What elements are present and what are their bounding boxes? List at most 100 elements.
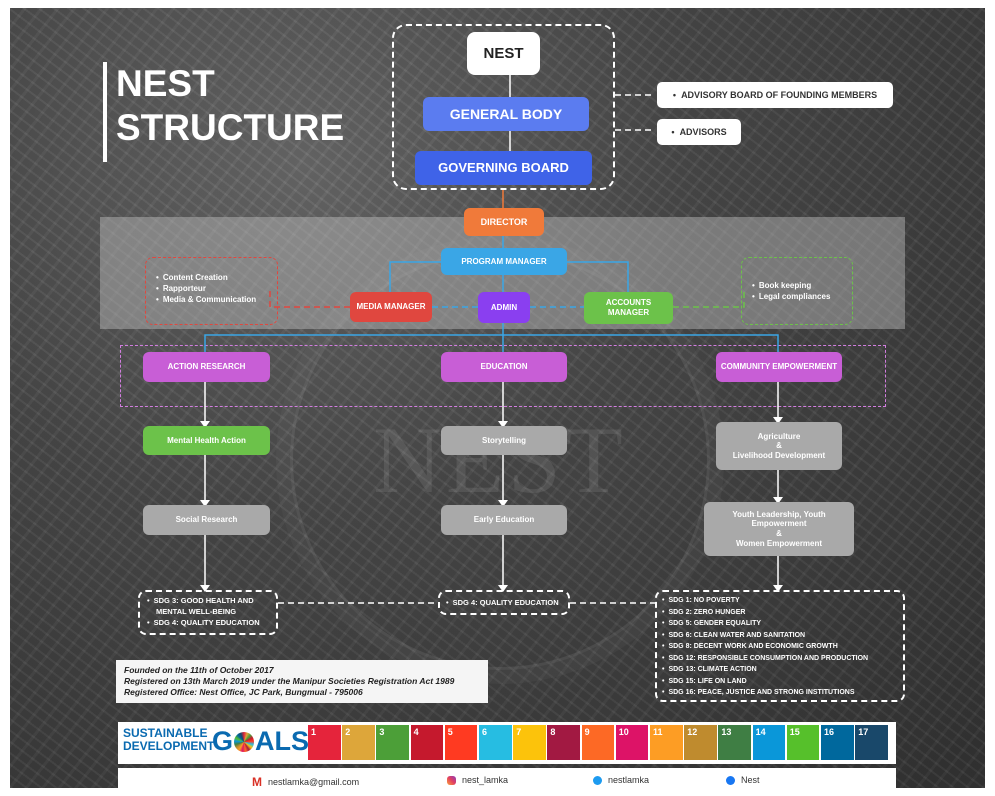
advisors-box: • ADVISORS: [657, 119, 741, 145]
sdg-banner-text: SUSTAINABLE DEVELOPMENT: [123, 727, 214, 753]
sdg-right-item: SDG 5: GENDER EQUALITY: [662, 618, 902, 630]
program-manager-box: PROGRAM MANAGER: [441, 248, 567, 275]
sdg-tile: 13: [718, 725, 752, 760]
sdg-tile: 14: [752, 725, 786, 760]
sdg-banner-line2: DEVELOPMENT: [123, 739, 215, 753]
sdg-tile: 17: [855, 725, 888, 760]
action-research-box: ACTION RESEARCH: [143, 352, 270, 382]
footer-instagram[interactable]: nest_lamka: [447, 775, 508, 785]
info-line: Registered Office: Nest Office, JC Park,…: [124, 687, 363, 697]
leadership-dashed-frame: [392, 24, 615, 190]
sdg-tile: 8: [547, 725, 581, 760]
general-body-box: GENERAL BODY: [423, 97, 589, 131]
early-education-box: Early Education: [441, 505, 567, 535]
sdg-right-item: SDG 15: LIFE ON LAND: [662, 676, 902, 688]
line-admin-community: [503, 334, 779, 352]
sdg-middle-frame: [438, 590, 570, 615]
sdg-tile: 10: [615, 725, 649, 760]
sdg-left-item: SDG 4: QUALITY EDUCATION: [147, 617, 275, 628]
advisory-board-label: ADVISORY BOARD OF FOUNDING MEMBERS: [681, 89, 878, 100]
title-line-2: STRUCTURE: [116, 107, 345, 148]
accounts-task-item: Book keeping: [752, 280, 852, 291]
gmail-icon: M: [252, 775, 262, 789]
sdg-tile: 3: [376, 725, 410, 760]
community-empowerment-box: COMMUNITY EMPOWERMENT: [716, 352, 842, 382]
accounts-manager-box: ACCOUNTS MANAGER: [584, 292, 673, 324]
instagram-text: nest_lamka: [462, 775, 509, 785]
sdg-left-text: SDG 3: GOOD HEALTH AND MENTAL WELL-BEING: [153, 596, 254, 616]
sdg-right-item: SDG 6: CLEAN WATER AND SANITATION: [662, 630, 902, 642]
page-title: NEST STRUCTURE: [116, 62, 344, 150]
sdg-banner-line1: SUSTAINABLE: [123, 726, 208, 740]
media-task-item: Content Creation: [156, 272, 276, 283]
advisors-bullet: •: [671, 126, 675, 137]
sdg-tile: 6: [479, 725, 512, 760]
twitter-icon: [593, 775, 602, 785]
sdg-tile: 15: [786, 725, 820, 760]
accounts-tasks-frame: [741, 257, 853, 325]
sdg-tile: 11: [650, 725, 683, 760]
sdg-right-item: SDG 16: PEACE, JUSTICE AND STRONG INSTIT…: [662, 687, 902, 699]
education-box: EDUCATION: [441, 352, 567, 382]
sdg-tile: 16: [821, 725, 854, 760]
arrowheads: [200, 417, 783, 592]
sdg-tile: 9: [581, 725, 615, 760]
sdg-right-item: SDG 1: NO POVERTY: [662, 595, 902, 607]
sdg-tile: 2: [342, 725, 375, 760]
sdg-left-frame: [138, 590, 278, 635]
line-admin-action: [204, 323, 504, 352]
goals-rest: ALS: [255, 726, 310, 756]
youth-line: Empowerment: [751, 519, 807, 529]
info-line: Registered on 13th March 2019 under the …: [124, 676, 455, 686]
instagram-icon: [447, 775, 456, 785]
storytelling-box: Storytelling: [441, 426, 567, 455]
sdg-tile: 5: [444, 725, 478, 760]
sdg-tile: 12: [684, 725, 717, 760]
title-line-1: NEST: [116, 63, 215, 104]
agriculture-line: Livelihood Development: [732, 450, 826, 460]
registration-info: Founded on the 11th of October 2017 Regi…: [116, 660, 488, 703]
info-line: Founded on the 11th of October 2017: [124, 665, 274, 675]
youth-line: Youth Leadership, Youth: [732, 509, 826, 519]
youth-line: Women Empowerment: [735, 538, 823, 548]
sdg-middle-item: SDG 4: QUALITY EDUCATION: [446, 597, 568, 608]
footer-bar: [118, 768, 896, 790]
youth-line: &: [776, 529, 782, 538]
media-tasks-list: Content Creation Rapporteur Media & Comm…: [156, 272, 276, 305]
accounts-task-item: Legal compliances: [752, 291, 852, 302]
twitter-text: nestlamka: [608, 775, 650, 785]
sdg-right-frame: [655, 590, 905, 702]
admin-box: ADMIN: [478, 292, 530, 323]
youth-empowerment-box: Youth Leadership, Youth Empowerment & Wo…: [704, 502, 854, 556]
footer-twitter[interactable]: nestlamka: [593, 775, 649, 785]
advisors-label: ADVISORS: [679, 126, 727, 137]
goals-g: G: [212, 726, 234, 756]
sdg-middle-list: SDG 4: QUALITY EDUCATION: [446, 597, 568, 608]
advisory-board-box: • ADVISORY BOARD OF FOUNDING MEMBERS: [657, 82, 893, 108]
watermark-text: NEST: [373, 407, 627, 513]
sdg-left-list: SDG 3: GOOD HEALTH AND MENTAL WELL-BEING…: [147, 595, 275, 628]
director-box: DIRECTOR: [464, 208, 544, 236]
facebook-icon: [726, 775, 735, 785]
footer-facebook[interactable]: Nest: [726, 775, 760, 785]
sdg-right-item: SDG 8: DECENT WORK AND ECONOMIC GROWTH: [662, 641, 902, 653]
title-bar: [103, 62, 107, 162]
sdg-tile: 4: [410, 725, 444, 760]
line-pm-media: [389, 261, 441, 292]
footer-email[interactable]: M nestlamka@gmail.com: [252, 775, 359, 789]
media-task-item: Media & Communication: [156, 294, 276, 305]
nest-box: NEST: [467, 32, 540, 75]
sdg-right-item: SDG 2: ZERO HUNGER: [662, 607, 902, 619]
sdg-tile: 1: [308, 725, 341, 760]
media-tasks-frame: [145, 257, 278, 325]
governing-board-box: GOVERNING BOARD: [415, 151, 592, 185]
advisory-bullet: •: [672, 89, 677, 100]
media-task-item: Rapporteur: [156, 283, 276, 294]
mental-health-box: Mental Health Action: [143, 426, 270, 455]
line-pm-accounts: [566, 261, 629, 292]
sdg-right-list: SDG 1: NO POVERTY SDG 2: ZERO HUNGER SDG…: [662, 595, 902, 699]
dash-media-tasks: [269, 290, 350, 308]
facebook-text: Nest: [741, 775, 760, 785]
sdg-right-item: SDG 13: CLIMATE ACTION: [662, 664, 902, 676]
